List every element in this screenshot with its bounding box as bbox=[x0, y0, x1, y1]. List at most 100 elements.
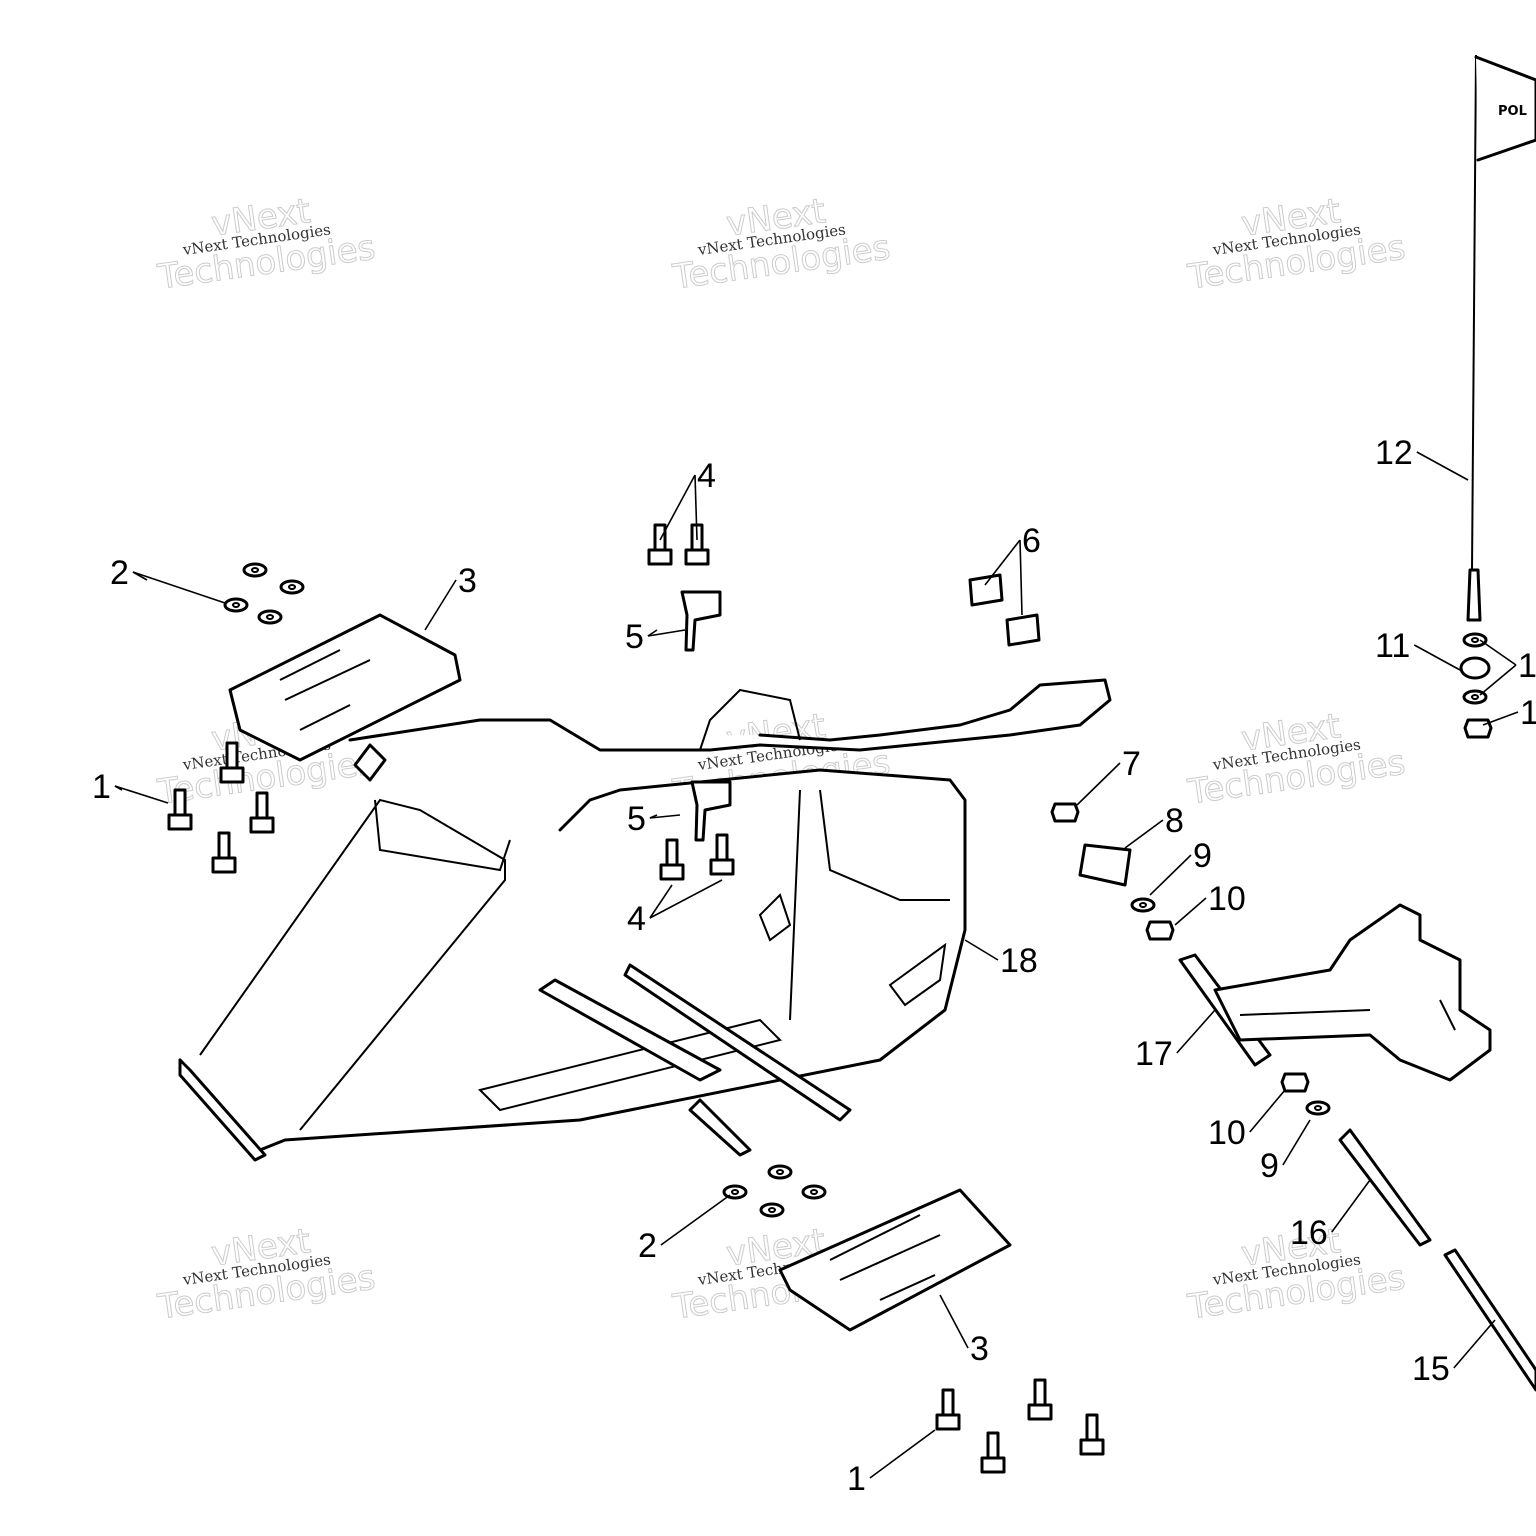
washer bbox=[1130, 897, 1156, 913]
callout-14: 17 bbox=[1135, 1009, 1216, 1073]
callout-8: 4 bbox=[627, 879, 723, 938]
callout-number: 1 bbox=[92, 768, 111, 806]
callout-21: 1 bbox=[847, 1429, 936, 1498]
nut bbox=[1463, 718, 1493, 739]
washer bbox=[1305, 1100, 1331, 1116]
leader-line bbox=[1413, 644, 1461, 671]
leader-line bbox=[649, 879, 723, 919]
leader-line bbox=[1149, 854, 1192, 896]
leader-line bbox=[1176, 1009, 1216, 1054]
bolt bbox=[935, 1388, 961, 1431]
washer bbox=[223, 597, 249, 613]
nut bbox=[1280, 1072, 1310, 1093]
callout-number: 4 bbox=[697, 457, 716, 495]
bumper bbox=[1005, 613, 1041, 647]
callout-18: 15 bbox=[1412, 1319, 1496, 1388]
nut bbox=[1050, 802, 1080, 823]
leader-line bbox=[649, 814, 681, 819]
footrest-right bbox=[778, 1188, 1012, 1332]
callout-12: 10 bbox=[1174, 880, 1246, 926]
leader-line bbox=[660, 1194, 731, 1246]
washer bbox=[279, 579, 305, 595]
callout-15: 10 bbox=[1208, 1089, 1286, 1152]
bolt bbox=[249, 791, 275, 834]
leader-line bbox=[659, 474, 696, 541]
callout-11: 9 bbox=[1149, 837, 1212, 896]
leader-line bbox=[647, 629, 686, 637]
nut bbox=[1145, 920, 1175, 941]
callout-24: 1 bbox=[1479, 639, 1536, 696]
footrest-left bbox=[228, 613, 462, 762]
callout-number: 11 bbox=[1375, 627, 1410, 665]
callout-number: 10 bbox=[1208, 1114, 1246, 1152]
leader-line bbox=[1124, 819, 1164, 849]
callout-number: 6 bbox=[1022, 522, 1041, 560]
leader-line bbox=[1479, 664, 1517, 696]
callout-5: 5 bbox=[625, 618, 686, 656]
callout-22: 12 bbox=[1375, 434, 1469, 481]
leader-line bbox=[964, 939, 999, 961]
leader-line bbox=[1453, 1319, 1496, 1369]
washer bbox=[801, 1184, 827, 1200]
callout-number: 7 bbox=[1122, 745, 1141, 783]
leader-line bbox=[1174, 897, 1207, 926]
washer bbox=[1462, 632, 1488, 648]
callout-number: 10 bbox=[1208, 880, 1246, 918]
bolt bbox=[980, 1431, 1006, 1474]
callout-25: 1 bbox=[1482, 694, 1536, 732]
callout-number: 2 bbox=[638, 1227, 657, 1265]
washer bbox=[242, 562, 268, 578]
leader-line bbox=[1479, 639, 1517, 666]
callout-number: 17 bbox=[1135, 1035, 1173, 1073]
bolt bbox=[659, 838, 685, 881]
callout-number: 1 bbox=[1518, 647, 1536, 685]
callout-17: 16 bbox=[1290, 1179, 1371, 1252]
callout-16: 9 bbox=[1260, 1119, 1311, 1185]
leader-line bbox=[1019, 539, 1023, 616]
bolt bbox=[167, 788, 193, 831]
bolt bbox=[211, 831, 237, 874]
callout-7: 5 bbox=[627, 800, 681, 838]
callout-4: 4 bbox=[659, 457, 716, 541]
leader-line bbox=[984, 539, 1021, 586]
callout-number: 12 bbox=[1375, 434, 1413, 472]
callout-number: 4 bbox=[627, 900, 646, 938]
callout-6: 6 bbox=[984, 522, 1041, 616]
callout-19: 2 bbox=[638, 1194, 731, 1265]
callout-2: 3 bbox=[424, 562, 477, 631]
bolt bbox=[709, 833, 735, 876]
callout-number: 5 bbox=[625, 618, 644, 656]
washer bbox=[767, 1164, 793, 1180]
leader-line bbox=[1076, 762, 1121, 806]
callout-number: 18 bbox=[1000, 942, 1038, 980]
callout-number: 1 bbox=[1520, 694, 1536, 732]
bolt bbox=[219, 741, 245, 784]
callout-number: 3 bbox=[458, 562, 477, 600]
leader-line bbox=[1331, 1179, 1371, 1233]
callout-number: 5 bbox=[627, 800, 646, 838]
callout-number: 15 bbox=[1412, 1350, 1450, 1388]
hardware bbox=[167, 523, 1493, 1474]
washer bbox=[257, 609, 283, 625]
leader-line bbox=[424, 579, 457, 631]
callout-number: 2 bbox=[110, 554, 129, 592]
callout-1: 2 bbox=[110, 554, 226, 604]
leader-line bbox=[939, 1294, 969, 1349]
main-frame bbox=[178, 678, 1112, 1162]
grommet bbox=[1459, 656, 1491, 680]
leader-line bbox=[1482, 711, 1519, 726]
leader-line bbox=[649, 884, 673, 919]
leader-line bbox=[694, 474, 698, 541]
callout-number: 3 bbox=[970, 1330, 989, 1368]
callout-3: 1 bbox=[92, 768, 169, 806]
leader-line bbox=[869, 1429, 936, 1479]
